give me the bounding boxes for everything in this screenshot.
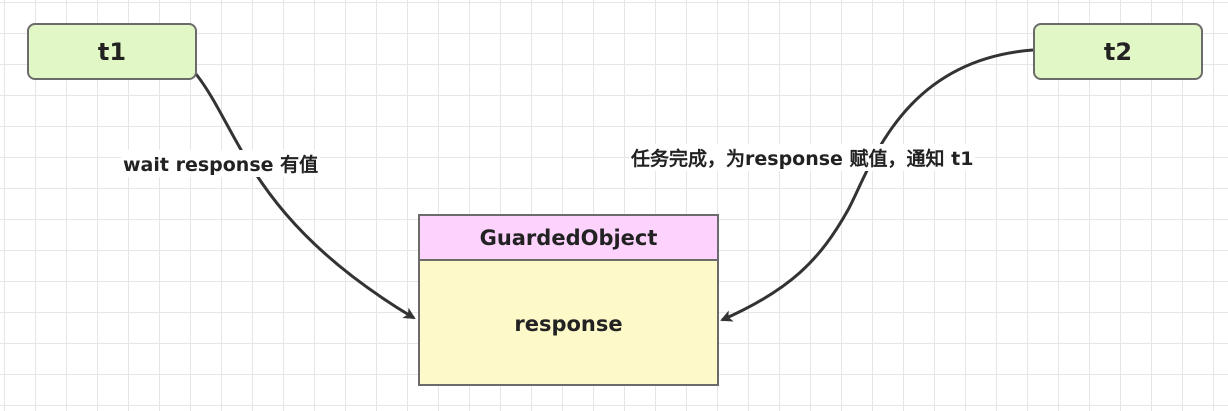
- edge-t2-to-object: [720, 48, 1034, 322]
- guarded-object-title: GuardedObject: [420, 216, 717, 261]
- edge-t1-label: wait response 有值: [121, 150, 321, 177]
- edge-t1-to-object: [194, 73, 416, 320]
- thread-t1-label: t1: [97, 37, 127, 66]
- guarded-object-box: GuardedObject response: [418, 214, 719, 386]
- thread-t2-label: t2: [1103, 37, 1133, 66]
- thread-t2-node: t2: [1033, 23, 1203, 80]
- edge-t2-label: 任务完成，为response 赋值，通知 t1: [629, 144, 976, 171]
- guarded-object-field: response: [514, 311, 623, 336]
- thread-t1-node: t1: [27, 23, 197, 80]
